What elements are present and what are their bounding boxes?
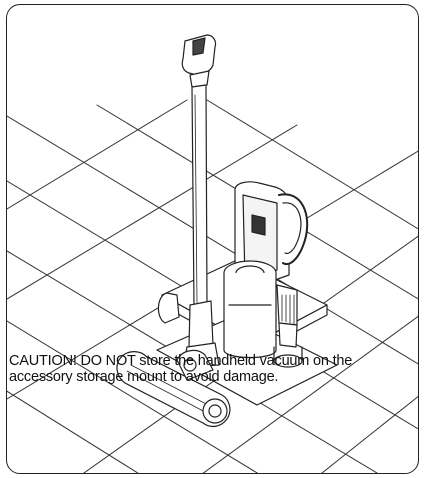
brush-tool [273,284,303,368]
caution-line-1: CAUTION! DO NOT store the handheld vacuu… [9,353,353,369]
stick-tube [181,34,220,368]
caution-line-2: accessory storage mount to avoid damage. [9,369,279,385]
caution-text: CAUTION! DO NOT store the handheld vacuu… [9,353,418,385]
stick-vacuum-illustration [7,34,418,473]
floor-head [116,349,231,428]
figure-frame: CAUTION! DO NOT store the handheld vacuu… [6,4,419,474]
